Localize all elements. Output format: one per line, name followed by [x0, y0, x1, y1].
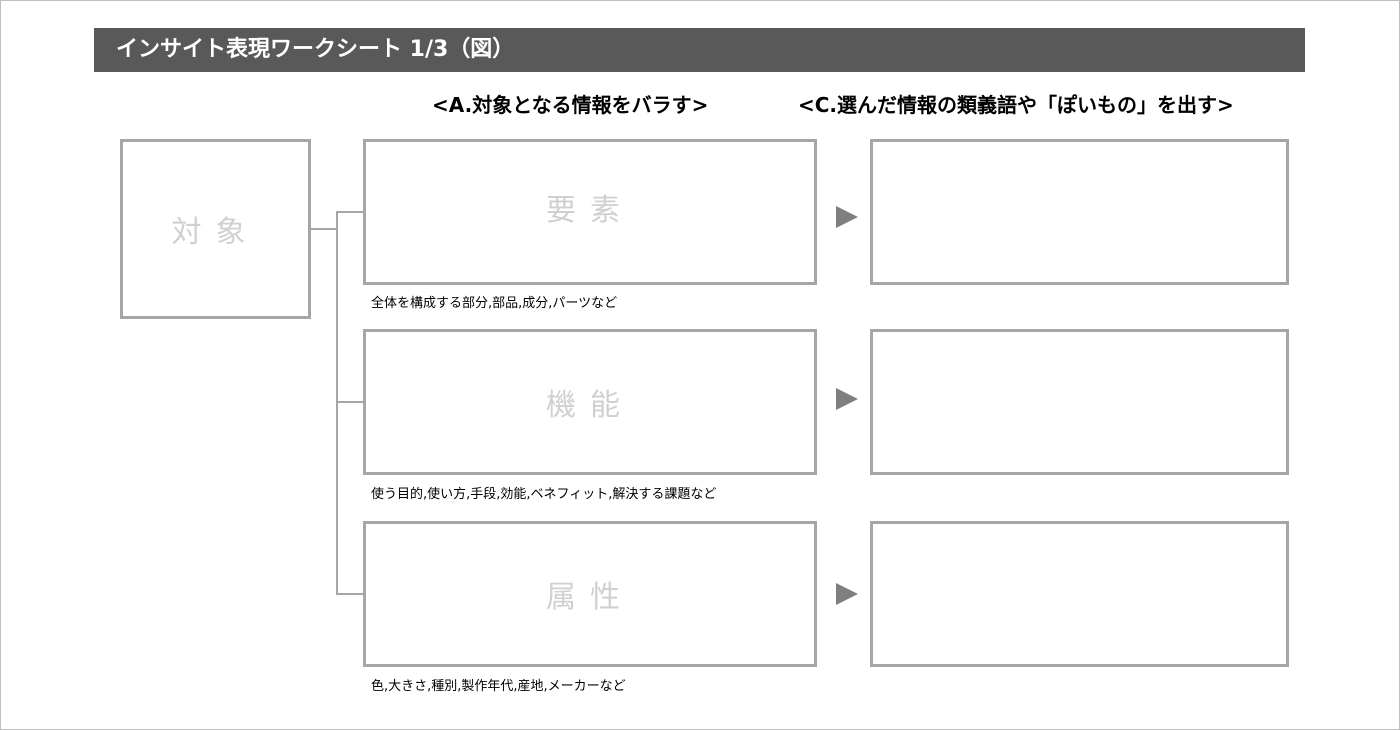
attribute-box[interactable]: 属性	[363, 521, 817, 667]
heading-c: <C.選んだ情報の類義語や「ぽいもの」を出す>	[798, 93, 1234, 117]
arrow-right-icon	[836, 388, 858, 410]
element-box[interactable]: 要素	[363, 139, 817, 285]
function-label: 機能	[546, 388, 634, 423]
connector-line	[311, 228, 338, 230]
element-label: 要素	[546, 193, 634, 228]
function-caption: 使う目的,使い方,手段,効能,ベネフィット,解決する課題など	[371, 487, 717, 502]
arrow-right-icon	[836, 206, 858, 228]
attribute-caption: 色,大きさ,種別,製作年代,産地,メーカーなど	[371, 679, 626, 694]
connector-line	[336, 401, 363, 403]
function-synonym-box[interactable]	[870, 329, 1289, 475]
heading-a: <A.対象となる情報をバラす>	[432, 93, 709, 117]
function-box[interactable]: 機能	[363, 329, 817, 475]
page-title: インサイト表現ワークシート 1/3（図）	[94, 28, 1305, 72]
target-label: 対象	[171, 215, 260, 250]
element-synonym-box[interactable]	[870, 139, 1289, 285]
attribute-synonym-box[interactable]	[870, 521, 1289, 667]
target-box[interactable]: 対象	[120, 139, 311, 319]
arrow-right-icon	[836, 583, 858, 605]
connector-line	[336, 211, 363, 213]
connector-line	[336, 593, 363, 595]
element-caption: 全体を構成する部分,部品,成分,パーツなど	[371, 296, 618, 311]
attribute-label: 属性	[546, 580, 634, 615]
connector-line	[336, 211, 338, 595]
